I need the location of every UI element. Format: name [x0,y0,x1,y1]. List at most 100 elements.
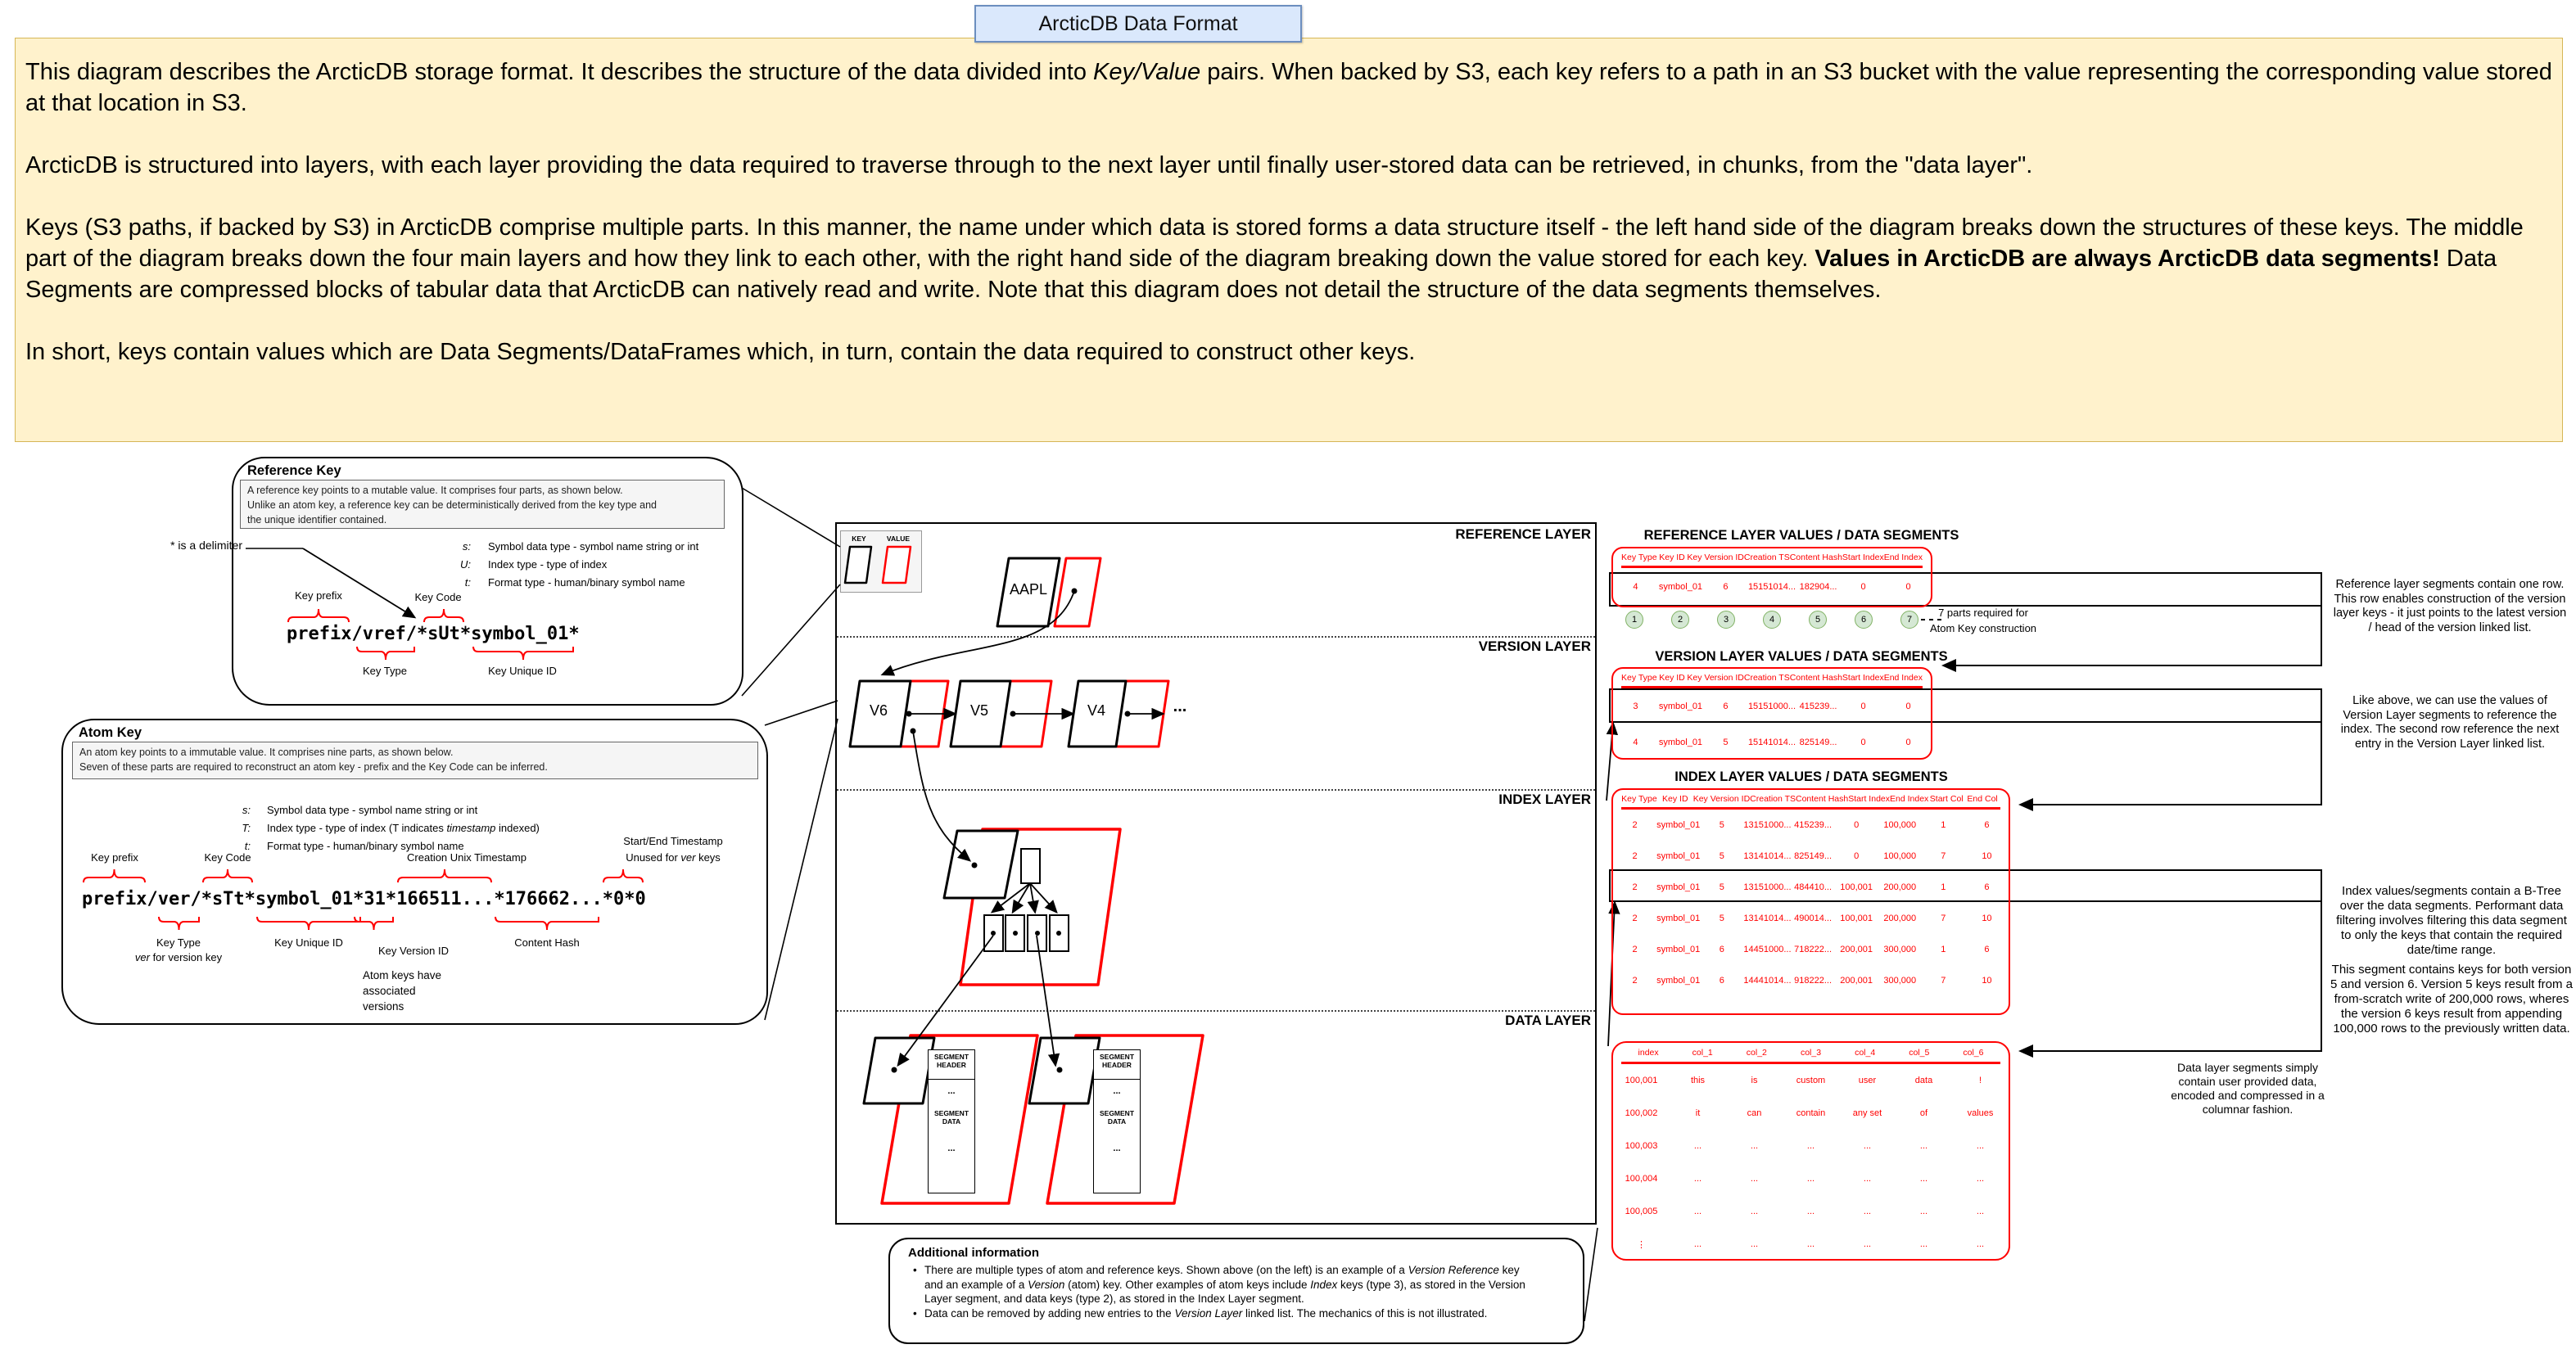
table-cell: 13151000... [1743,882,1792,892]
table-row: 100,004.................. [1613,1162,2009,1195]
table-cell: ... [1806,1174,1815,1184]
table-header-cell: Start Index [1848,793,1890,804]
table-cell: 200,001 [1840,945,1873,954]
table-cell: 100,000 [1883,851,1917,861]
table-cell: ... [1806,1207,1815,1216]
additional-info-bullet: Data can be removed by adding new entrie… [908,1306,1530,1321]
table-cell: 14441014... [1743,976,1792,986]
table-cell: 0 [1854,851,1860,861]
intro-paragraph: This diagram describes the ArcticDB stor… [25,59,2552,116]
creation-ts-label: Creation Unix Timestamp [407,851,526,864]
key-type-label: Key Type [156,936,201,949]
table-cell: 0 [1905,582,1911,592]
part-number-circle: 1 [1625,611,1643,629]
table-header-cell: Start Index [1842,552,1884,562]
table-header-cell: Key ID [1662,793,1688,804]
table-cell: 6 [1984,945,1990,954]
table-cell: 1 [1941,945,1946,954]
table-cell: ... [1693,1239,1702,1249]
table-cell: ... [1919,1174,1928,1184]
table-cell: 6 [1984,882,1990,892]
table-cell: can [1747,1108,1762,1118]
table-cell: ... [1693,1141,1702,1151]
legend-text: Format type - human/binary symbol name [267,840,464,852]
legend-code: t: [244,840,251,852]
part-number-circle: 7 [1900,611,1918,629]
connector-line [1584,1227,1598,1322]
description-line: Seven of these parts are required to rec… [79,761,548,773]
table-cell: 484410... [1794,882,1832,892]
segment-data-label: SEGMENT DATA [1099,1109,1135,1126]
segment-ellipsis: ... [1113,1086,1121,1097]
table-cell: 0 [1860,702,1866,711]
table-cell: 2 [1632,851,1638,861]
table-cell: 100,001 [1840,882,1873,892]
table-cell: 3 [1633,702,1638,711]
table-cell: 0 [1905,738,1911,747]
table-cell: ! [1978,1076,1982,1085]
table-cell: symbol_01 [1656,882,1701,892]
table-header-cell: Key Version ID [1687,552,1744,562]
table-cell: 10 [1982,851,1992,861]
table-cell: symbol_01 [1656,820,1701,830]
table-cell: symbol_01 [1658,702,1703,711]
table-header-cell: Key Version ID [1687,672,1744,683]
table-cell: 5 [1719,820,1724,830]
table-cell: 7 [1941,851,1946,861]
table-cell: 5 [1719,882,1724,892]
table-cell: 6 [1719,976,1724,986]
segment-header-label: SEGMENT HEADER [929,1050,974,1080]
table-cell: 825149... [1799,738,1837,747]
atom-versions-note: versions [363,1000,404,1013]
start-end-label: Start/End Timestamp [623,835,723,847]
table-cell: 415239... [1799,702,1837,711]
connector-line [764,718,838,1021]
table-cell: 13141014... [1743,851,1792,861]
table-cell: ... [1693,1207,1702,1216]
table-header-cell: End Col [1967,793,1998,804]
node-v6: V6 [869,702,888,719]
key-prefix-label: Key prefix [91,851,138,864]
data-layer-label: DATA LAYER [1505,1013,1591,1028]
segment-box: SEGMENT HEADER ... SEGMENT DATA ... [928,1049,975,1193]
node-aapl: AAPL [1009,581,1048,598]
table-header-cell: col_4 [1855,1047,1876,1058]
intro-paragraph: In short, keys contain values which are … [25,339,1416,365]
table-header-cell: col_1 [1692,1047,1713,1058]
table-header-cell: Creation TS [1750,793,1796,804]
table-cell: 6 [1984,820,1990,830]
table-cell: values [1967,1108,1994,1118]
table-cell: 2 [1632,914,1638,923]
connector-line [741,487,841,548]
index-layer-label: INDEX LAYER [1498,792,1591,807]
legend-text: Symbol data type - symbol name string or… [267,804,478,816]
table-cell: 825149... [1794,851,1832,861]
table-row: ⋮.................. [1613,1228,2009,1261]
table-cell: data [1914,1076,1933,1085]
table-cell: it [1695,1108,1701,1118]
table-header-cell: End Index [1883,552,1923,562]
version-values-title: VERSION LAYER VALUES / DATA SEGMENTS [1655,649,1948,664]
table-cell: 200,000 [1883,914,1917,923]
reference-values-title: REFERENCE LAYER VALUES / DATA SEGMENTS [1643,528,1959,543]
reference-layer-note: Reference layer segments contain one row… [2333,578,2567,634]
table-cell: symbol_01 [1656,914,1701,923]
layer-divider [837,636,1595,638]
table-cell: 2 [1632,820,1638,830]
table-cell: ... [1919,1207,1928,1216]
key-prefix-label: Key prefix [295,589,342,602]
atom-key-example: prefix/ver/*sTt*symbol_01*31*166511...*1… [82,889,646,909]
table-cell: ... [1919,1239,1928,1249]
table-cell: 100,001 [1840,914,1873,923]
legend-text: Symbol data type - symbol name string or… [488,540,699,553]
table-cell: 718222... [1794,945,1832,954]
table-cell: 300,000 [1883,976,1917,986]
version-layer-note: Like above, we can use the values of Ver… [2340,694,2560,751]
table-cell: 415239... [1794,820,1832,830]
